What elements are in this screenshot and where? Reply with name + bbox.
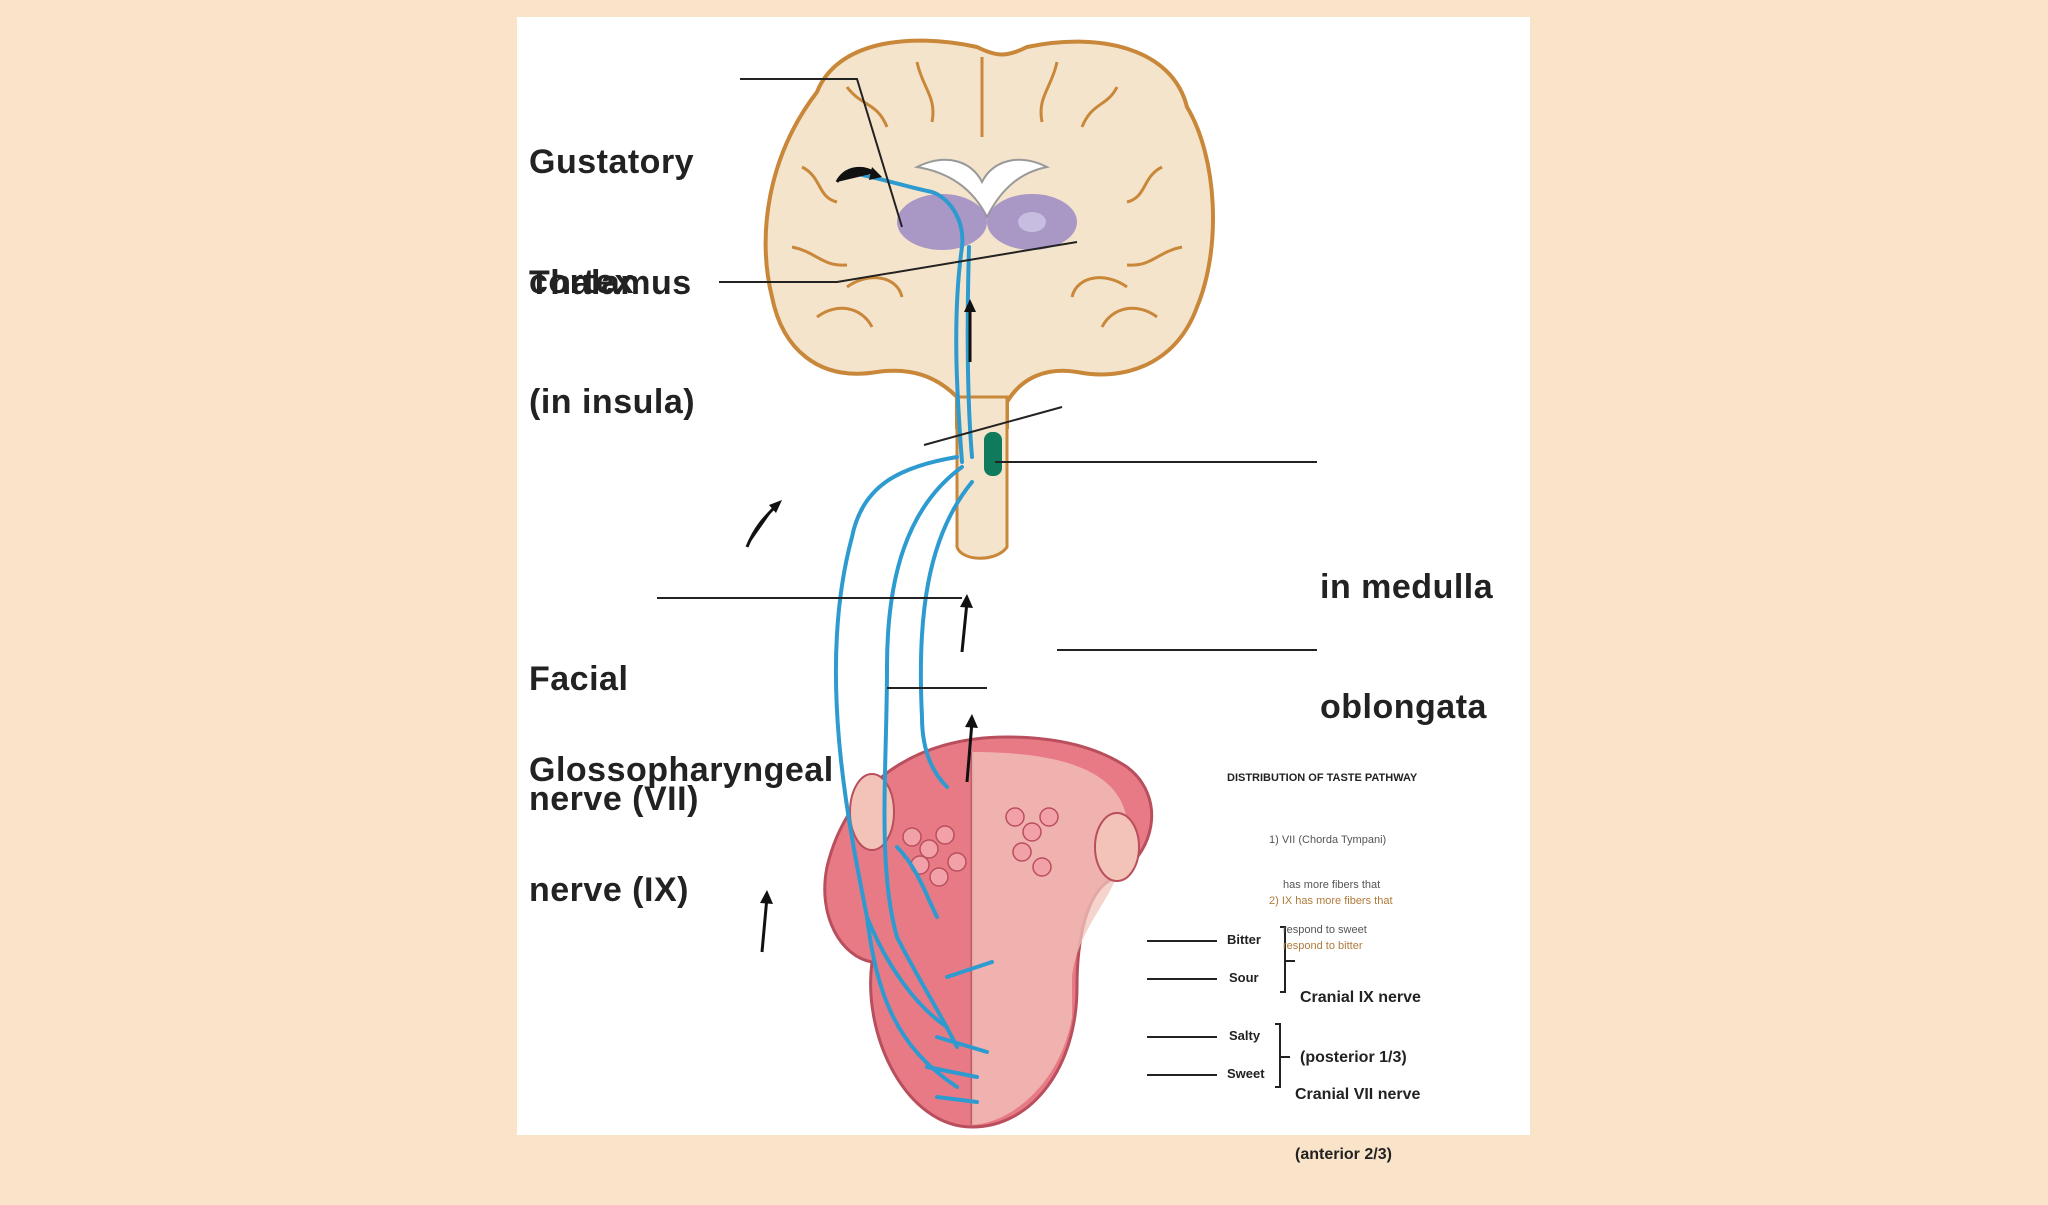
gustatory-cortex-label: Gustatory cortex (in insula)	[529, 62, 695, 502]
note1-line-3: respond to sweet	[1283, 924, 1367, 936]
tongue	[823, 735, 1154, 1129]
cranial-vii-group: Cranial VII nerve (anterior 2/3)	[1295, 1045, 1420, 1205]
brain-coronal-section	[763, 38, 1215, 560]
leader-lines	[657, 78, 1317, 1088]
medulla-line-2: oblongata	[1320, 688, 1487, 726]
facial-line-2: nerve (VII)	[529, 780, 699, 818]
note1-line-2: has more fibers that	[1283, 879, 1381, 891]
flow-arrows	[745, 166, 978, 953]
note2-line-1: 2) IX has more fibers that	[1269, 895, 1393, 907]
ix-line-2: (posterior 1/3)	[1300, 1049, 1407, 1066]
taste-salty: Salty	[1229, 1028, 1261, 1043]
inset-note-2: 2) IX has more fibers that respond to bi…	[1269, 864, 1393, 984]
cranial-ix-group: Cranial IX nerve (posterior 1/3)	[1300, 948, 1421, 1108]
nerve-fibers	[833, 170, 994, 1104]
taste-sour: Sour	[1229, 970, 1259, 985]
inset-heading: DISTRIBUTION OF TASTE PATHWAY	[1227, 772, 1418, 784]
facial-line-1: Facial	[529, 660, 629, 698]
glosso-line-2: nerve (IX)	[529, 871, 689, 909]
note2-line-2: respond to bitter	[1283, 940, 1363, 952]
thalamus-label: Thalamus	[529, 264, 692, 302]
vii-line-1: Cranial VII nerve	[1295, 1086, 1421, 1103]
diagram-panel: Gustatory cortex (in insula) Thalamus in…	[517, 17, 1530, 1163]
ix-line-1: Cranial IX nerve	[1300, 989, 1421, 1006]
taste-sweet: Sweet	[1227, 1066, 1265, 1081]
gustatory-line-3: (in insula)	[529, 383, 696, 421]
medulla-label: in medulla oblongata	[1320, 487, 1493, 807]
facial-nerve-label: Facial nerve (VII)	[529, 579, 699, 899]
note1-line-1: 1) VII (Chorda Tympani)	[1269, 834, 1387, 846]
taste-pathway-illustration	[657, 38, 1317, 1129]
taste-bitter: Bitter	[1227, 932, 1261, 947]
medulla-nucleus	[984, 432, 1002, 476]
inset-note-1: 1) VII (Chorda Tympani) has more fibers …	[1269, 803, 1386, 968]
glosso-line-1: Glossopharyngeal	[529, 751, 834, 789]
medulla-line-1: in medulla	[1320, 568, 1494, 606]
vii-line-2: (anterior 2/3)	[1295, 1146, 1392, 1163]
glossopharyngeal-nerve-label: Glossopharyngeal nerve (IX)	[529, 670, 834, 990]
gustatory-line-2: cortex	[529, 263, 635, 301]
gustatory-line-1: Gustatory	[529, 143, 695, 181]
